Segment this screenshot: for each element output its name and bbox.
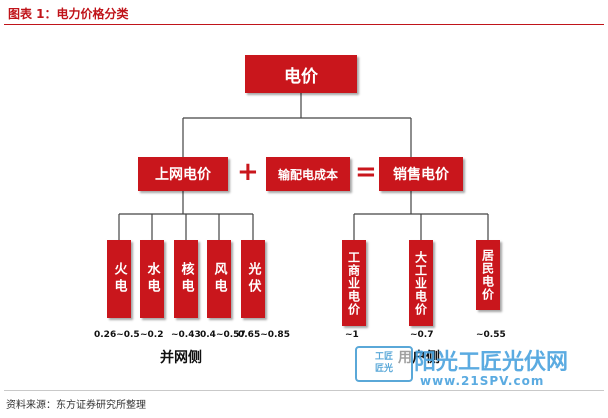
- watermark-stamp: 工匠 匠光: [355, 346, 413, 382]
- equals-sign: =: [355, 157, 377, 187]
- value-solar: 0.65~0.85: [238, 330, 290, 340]
- node-retail-price: 销售电价: [379, 157, 463, 191]
- watermark-url: www.21SPV.com: [420, 374, 545, 388]
- node-thermal-power: 火电: [107, 240, 131, 318]
- node-wind-power: 风电: [207, 240, 231, 318]
- watermark-stamp-top: 工匠: [374, 352, 393, 363]
- node-solar-power: 光伏: [241, 240, 265, 318]
- node-residential-price: 居民电价: [476, 240, 500, 310]
- value-thermal: 0.26~0.5: [94, 330, 140, 340]
- plus-sign: +: [237, 157, 259, 187]
- watermark-stamp-bottom: 匠光: [374, 364, 393, 374]
- value-wind: 0.4~0.57: [200, 330, 246, 340]
- node-nuclear-power: 核电: [174, 240, 198, 318]
- value-commercial: ~1: [345, 330, 359, 340]
- value-hydro: ~0.2: [140, 330, 164, 340]
- figure-title: 图表 1：电力价格分类: [8, 7, 129, 21]
- node-hydro-power: 水电: [140, 240, 164, 318]
- root-node-electricity-price: 电价: [245, 55, 357, 93]
- group-label-grid-side: 并网侧: [160, 350, 202, 366]
- node-industrial-price: 大工业电价: [409, 240, 433, 326]
- value-industrial: ~0.7: [410, 330, 434, 340]
- node-grid-price: 上网电价: [138, 157, 228, 191]
- header-divider: [4, 24, 604, 25]
- node-transmission-cost: 输配电成本: [266, 157, 350, 191]
- value-residential: ~0.55: [476, 330, 506, 340]
- footer-divider: [4, 390, 604, 391]
- watermark-text: 阳光工匠光伏网: [414, 350, 569, 375]
- node-commercial-price: 工商业电价: [342, 240, 366, 326]
- value-nuclear: ~0.43: [171, 330, 201, 340]
- source-note: 资料来源：东方证券研究所整理: [6, 400, 146, 411]
